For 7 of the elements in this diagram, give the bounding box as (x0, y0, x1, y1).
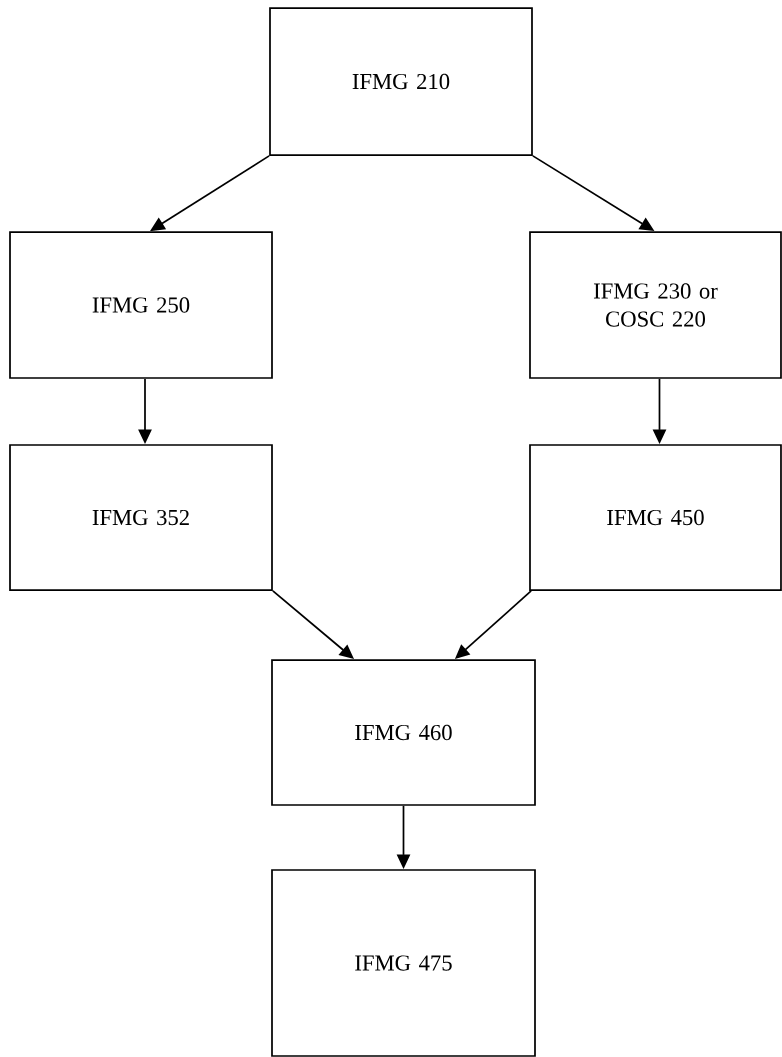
course-box: IFMG 250 (9, 231, 273, 379)
course-box: IFMG 460 (271, 659, 536, 806)
course-box: IFMG 230 or COSC 220 (529, 231, 782, 379)
course-box: IFMG 475 (271, 869, 536, 1057)
course-box: IFMG 450 (529, 444, 782, 591)
course-box: IFMG 352 (9, 444, 273, 591)
course-box: IFMG 210 (269, 7, 533, 156)
